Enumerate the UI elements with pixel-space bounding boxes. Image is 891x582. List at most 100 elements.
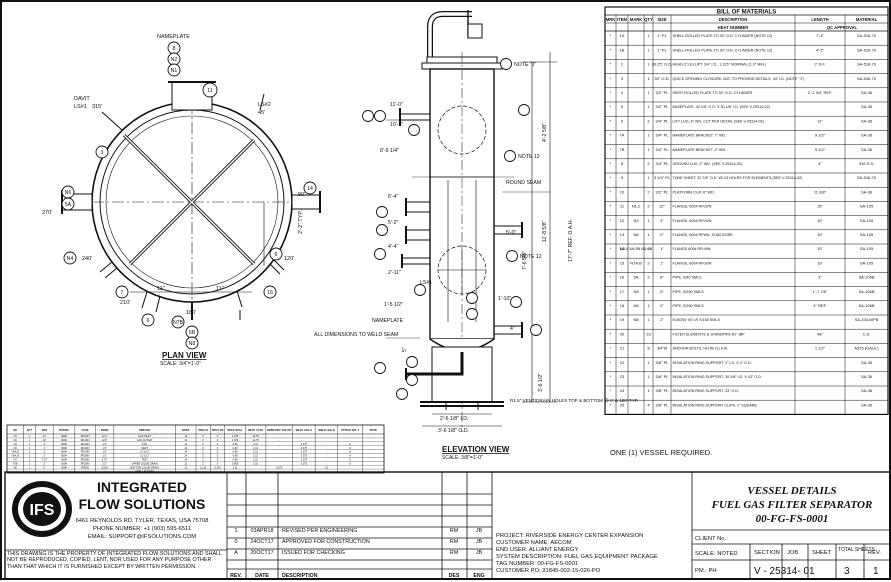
bom-cell-item: 12: [620, 218, 625, 223]
bom-cell-length: 1'-7 7/8": [813, 289, 828, 294]
nozzle-cell: 8: [349, 451, 351, 454]
elev-note-j: NOTE "J": [514, 62, 536, 68]
nozzle-cell: 13: [184, 466, 187, 469]
bom-cell-size: 30" O.D.: [654, 76, 669, 81]
bubble-n4: N4: [67, 256, 74, 262]
nozzle-cell: 2": [43, 466, 45, 469]
nozzle-cell: 3': [217, 459, 219, 462]
nozzle-cell: -: [326, 451, 327, 454]
bom-cell-item: 7B: [620, 147, 625, 152]
bom-header-qty: QTY: [644, 17, 653, 22]
plan-ls1-label: LS#1: [74, 104, 87, 110]
bom-cell-item: 21: [620, 346, 625, 351]
nozzle-cell: RFLWN: [81, 451, 90, 454]
plan-nameplate-label: NAMEPLATE: [157, 34, 190, 40]
nozzle-cell: VENT: [141, 447, 148, 450]
elevation-labels: NOTE "J" NOTE 12 NOTE 12 ROUND SEAM NAME…: [314, 62, 639, 434]
nozzle-cell: LG & LT: [140, 451, 150, 454]
elev-vent-note: R1.5" VENT/DRAIN HOLES TOP & BOTTOM @ 0'…: [510, 398, 639, 403]
nozzle-cell: 2': [202, 451, 204, 454]
nozzle-cell: 8: [349, 462, 351, 465]
nozzle-cell: -: [279, 439, 280, 442]
bom-cell-mrk: *: [610, 147, 612, 152]
bom-cell-desc: FLANGE, 600# RFWN, S/160 BORE: [673, 233, 734, 237]
section-label: SECTION: [754, 550, 780, 556]
elev-dim-8: 6'-4": [388, 194, 398, 200]
bom-header-size: SIZE: [657, 17, 667, 22]
nozzle-cell: RFLWN: [81, 439, 90, 442]
nozzle-header-16: NOTE: [370, 428, 377, 432]
nozzle-cell: N7B: [13, 462, 18, 465]
bom-cell-mrk: *: [610, 76, 612, 81]
plan-angle-240: 240': [82, 256, 92, 262]
plan-dim-11b: 11": [216, 286, 224, 292]
nozzle-cell: 2.0": [102, 462, 106, 465]
rev-description: REVISED PER ENGINEERING: [282, 528, 358, 534]
bom-cell-size: 3/8" PL: [656, 388, 670, 393]
bom-cell-item: 24: [620, 388, 625, 393]
bom-cell-size: 30.25" O.D.: [652, 62, 673, 67]
nozzle-cell: 3': [217, 435, 219, 438]
rev-date: 20OCT17: [250, 550, 273, 556]
bom-title: BILL OF MATERIALS: [717, 10, 776, 16]
company-name-1: INTEGRATED: [97, 479, 187, 495]
plan-dim-typ: 2'-2" TYP.: [298, 210, 304, 234]
bom-cell-mrk: *: [610, 175, 612, 180]
bom-cell-item: 4: [621, 90, 624, 95]
nozzle-cell: 12.75: [252, 435, 259, 438]
nozzle-cell: RFLWN: [81, 435, 90, 438]
bom-cell-mrk: *: [610, 346, 612, 351]
nozzle-cell: RFWN: [81, 466, 89, 469]
elevation-view-scale: SCALE: 3/8"=1'-0": [442, 455, 483, 461]
bom-cell-size: 2": [660, 317, 664, 322]
bom-cell-qty: 1: [647, 175, 650, 180]
bom-cell-mark: N8: [633, 317, 639, 322]
elev-dim-5: 11'-8 5/8": [542, 220, 548, 242]
elev-dim-2: 10'-5": [390, 122, 403, 128]
nozzle-cell: 600#: [61, 435, 67, 438]
bom-cell-qty: 1: [647, 104, 650, 109]
bom-cell-mrk: *: [610, 189, 612, 194]
bom-cell-mrk: *: [610, 218, 612, 223]
bom-cell-size: 3/2" PL: [656, 90, 670, 95]
bom-cell-mark: N8: [633, 232, 639, 237]
nozzle-cell: 11.16: [200, 466, 207, 469]
bom-cell-material: SA-516-70: [857, 33, 877, 38]
bom-cell-item: 11: [620, 204, 625, 209]
nozzle-header-5: BORE: [101, 428, 109, 432]
rev-label: REV.: [868, 550, 881, 556]
bubble-n7b: N7B: [173, 320, 184, 326]
client-number: CLIENT No.:: [695, 536, 728, 542]
elev-dim-14: 4": [510, 326, 515, 332]
bom-cell-mrk: *: [610, 47, 612, 52]
nozzle-cell: RFLWN: [81, 462, 90, 465]
bubble-5a: 5A: [65, 202, 72, 208]
bom-cell-desc: ELBOW, 90' LR S/160 SMLS: [673, 318, 721, 322]
bom-cell-material: SA-105: [860, 260, 874, 265]
elev-dim-11: 2'-11": [388, 270, 401, 276]
nozzle-cell: N7: [14, 459, 18, 462]
nozzle-cell: 13: [325, 466, 328, 469]
nozzle-cell: N1: [14, 435, 18, 438]
nozzle-header-12: REINFORC THK OD: [267, 428, 291, 432]
nozzle-cell: 3': [217, 462, 219, 465]
nozzle-cell: 14: [184, 447, 187, 450]
nozzle-cell: 12.75: [252, 439, 259, 442]
nozzle-cell: 1: [29, 443, 31, 446]
nozzle-cell: 2: [29, 455, 31, 458]
title-line-3: 00-FG-FS-0001: [756, 513, 829, 525]
rev-number: 0: [235, 539, 238, 545]
elev-dim-1: 11'-0": [390, 102, 403, 108]
bom-cell-desc: SKIRT-ROLLED PLATE TO 30" O.D. CYLINDER: [673, 91, 753, 95]
nozzle-cell: 3': [217, 443, 219, 446]
bom-cell-length: 9 1/2": [815, 133, 826, 138]
bubble-6a: 6: [275, 252, 278, 258]
bom-header-item: ITEM: [617, 17, 628, 22]
nozzle-cell: RFLWN: [81, 447, 90, 450]
bom-cell-desc: NAMEPLATE BRACKET, 4" WD.: [673, 148, 727, 152]
bom-cell-desc: GROUND LUG, 2" WD. (SEE V-25314-02): [673, 162, 743, 166]
bom-cell-mrk: *: [610, 204, 612, 209]
plan-davit-label: DAVIT: [74, 96, 90, 102]
nozzle-cell: 14: [184, 455, 187, 458]
